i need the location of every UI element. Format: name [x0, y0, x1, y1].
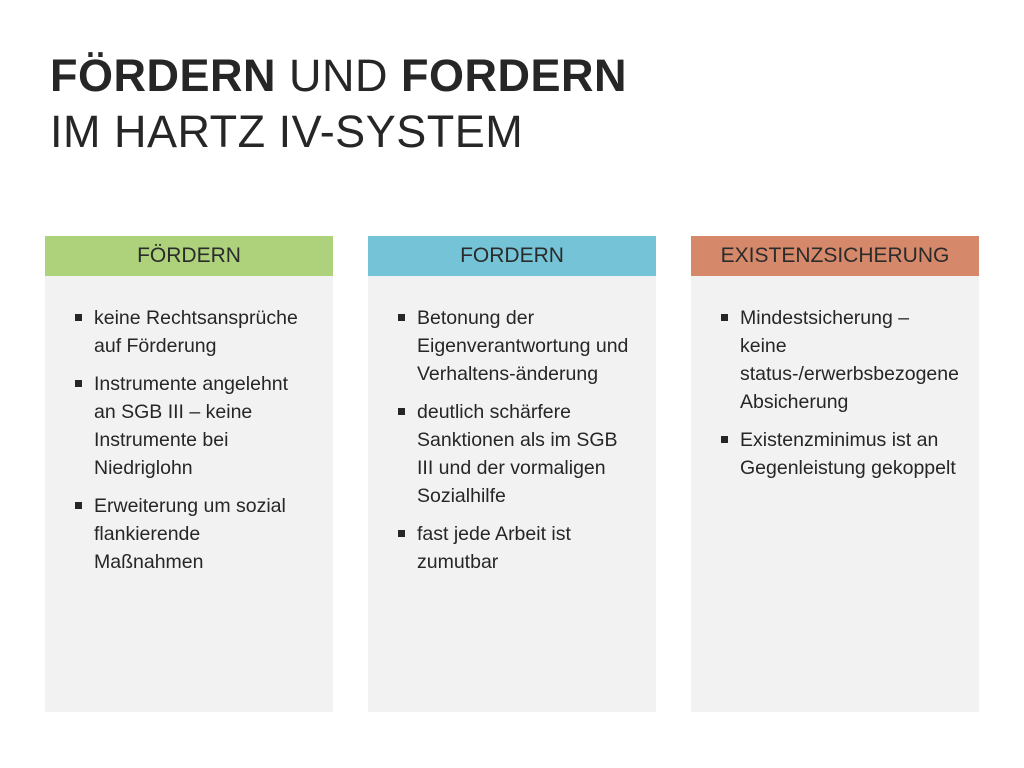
list-item-text: Mindestsicherung – keine status-/erwerbs…	[740, 307, 959, 413]
title-fordern: FORDERN	[401, 50, 627, 101]
column-header-fordern: FORDERN	[368, 236, 656, 276]
square-bullet-icon	[398, 408, 405, 415]
title-und: UND	[276, 50, 401, 101]
list-item: deutlich schärfere Sanktionen als im SGB…	[398, 398, 634, 510]
column-foerdern: FÖRDERN keine Rechtsansprüche auf Förder…	[45, 236, 333, 712]
list-item: Mindestsicherung – keine status-/erwerbs…	[721, 304, 959, 416]
list-item-text: Instrumente angelehnt an SGB III – keine…	[94, 373, 289, 479]
title-line-2: IM HARTZ IV-SYSTEM	[50, 106, 524, 157]
title-line-1: FÖRDERN UND FORDERN	[50, 48, 627, 104]
column-list-existenzsicherung: Mindestsicherung – keine status-/erwerbs…	[691, 276, 979, 482]
column-fordern: FORDERN Betonung der Eigenverantwortung …	[368, 236, 656, 712]
square-bullet-icon	[75, 502, 82, 509]
list-item-text: deutlich schärfere Sanktionen als im SGB…	[417, 401, 618, 507]
list-item: Erweiterung um sozial flankierende Maßna…	[75, 492, 311, 576]
square-bullet-icon	[75, 380, 82, 387]
list-item: Instrumente angelehnt an SGB III – keine…	[75, 370, 311, 482]
list-item-text: Erweiterung um sozial flankierende Maßna…	[94, 495, 286, 573]
square-bullet-icon	[398, 314, 405, 321]
column-list-foerdern: keine Rechtsansprüche auf Förderung Inst…	[45, 276, 333, 576]
column-existenzsicherung: EXISTENZSICHERUNG Mindestsicherung – kei…	[691, 236, 979, 712]
column-header-existenzsicherung: EXISTENZSICHERUNG	[691, 236, 979, 276]
list-item: keine Rechtsansprüche auf Förderung	[75, 304, 311, 360]
square-bullet-icon	[75, 314, 82, 321]
square-bullet-icon	[721, 314, 728, 321]
list-item: fast jede Arbeit ist zumutbar	[398, 520, 634, 576]
list-item-text: keine Rechtsansprüche auf Förderung	[94, 307, 298, 357]
list-item-text: fast jede Arbeit ist zumutbar	[417, 523, 571, 573]
column-header-foerdern: FÖRDERN	[45, 236, 333, 276]
list-item-text: Betonung der Eigenverantwortung und Verh…	[417, 307, 629, 385]
square-bullet-icon	[398, 530, 405, 537]
slide-title: FÖRDERN UND FORDERN IM HARTZ IV-SYSTEM	[50, 48, 627, 160]
list-item: Betonung der Eigenverantwortung und Verh…	[398, 304, 634, 388]
list-item-text: Existenzminimus ist an Gegenleistung gek…	[740, 429, 956, 479]
square-bullet-icon	[721, 436, 728, 443]
list-item: Existenzminimus ist an Gegenleistung gek…	[721, 426, 957, 482]
title-foerdern: FÖRDERN	[50, 50, 276, 101]
column-list-fordern: Betonung der Eigenverantwortung und Verh…	[368, 276, 656, 576]
